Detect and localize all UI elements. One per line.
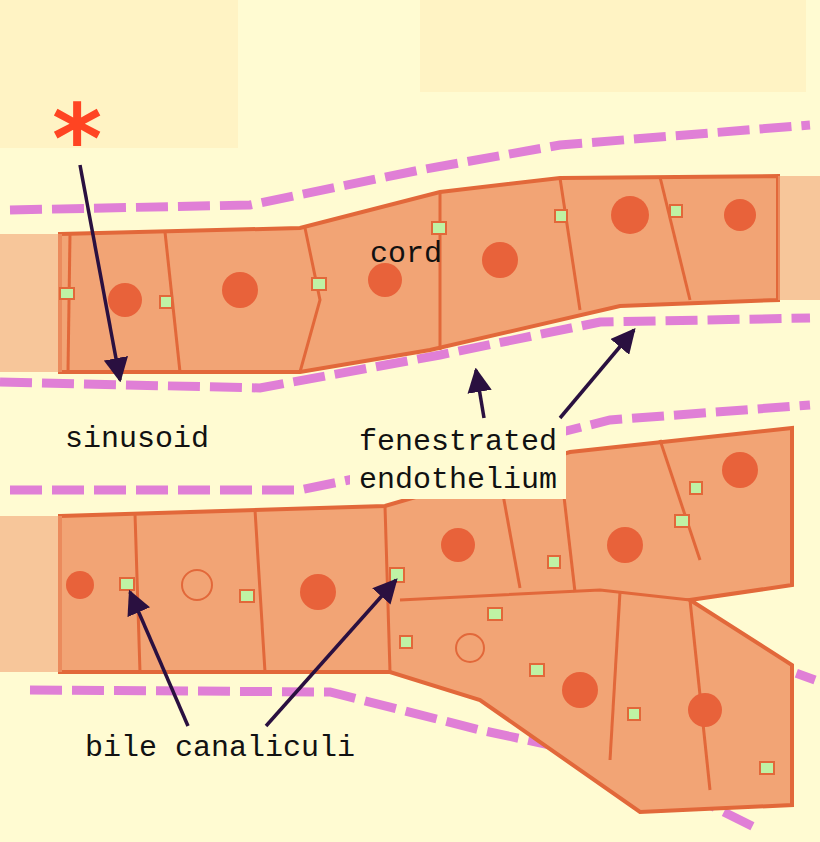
cord-fade: [0, 176, 820, 672]
part-label: fenestrated endothelium: [350, 424, 566, 499]
asterisk-marker: *: [52, 92, 102, 188]
fenestrated-endothelium: [0, 125, 815, 830]
blank-panel: [0, 0, 238, 148]
part-label: bile canaliculi: [82, 730, 358, 768]
bile-canaliculus: [60, 205, 774, 774]
nucleus: [66, 196, 758, 727]
part-label: sinusoid: [62, 421, 212, 459]
cell-border: [68, 177, 710, 790]
hepatocyte-cord: [60, 176, 792, 812]
part-label: cord: [370, 236, 442, 274]
blank-panel: [420, 0, 806, 92]
